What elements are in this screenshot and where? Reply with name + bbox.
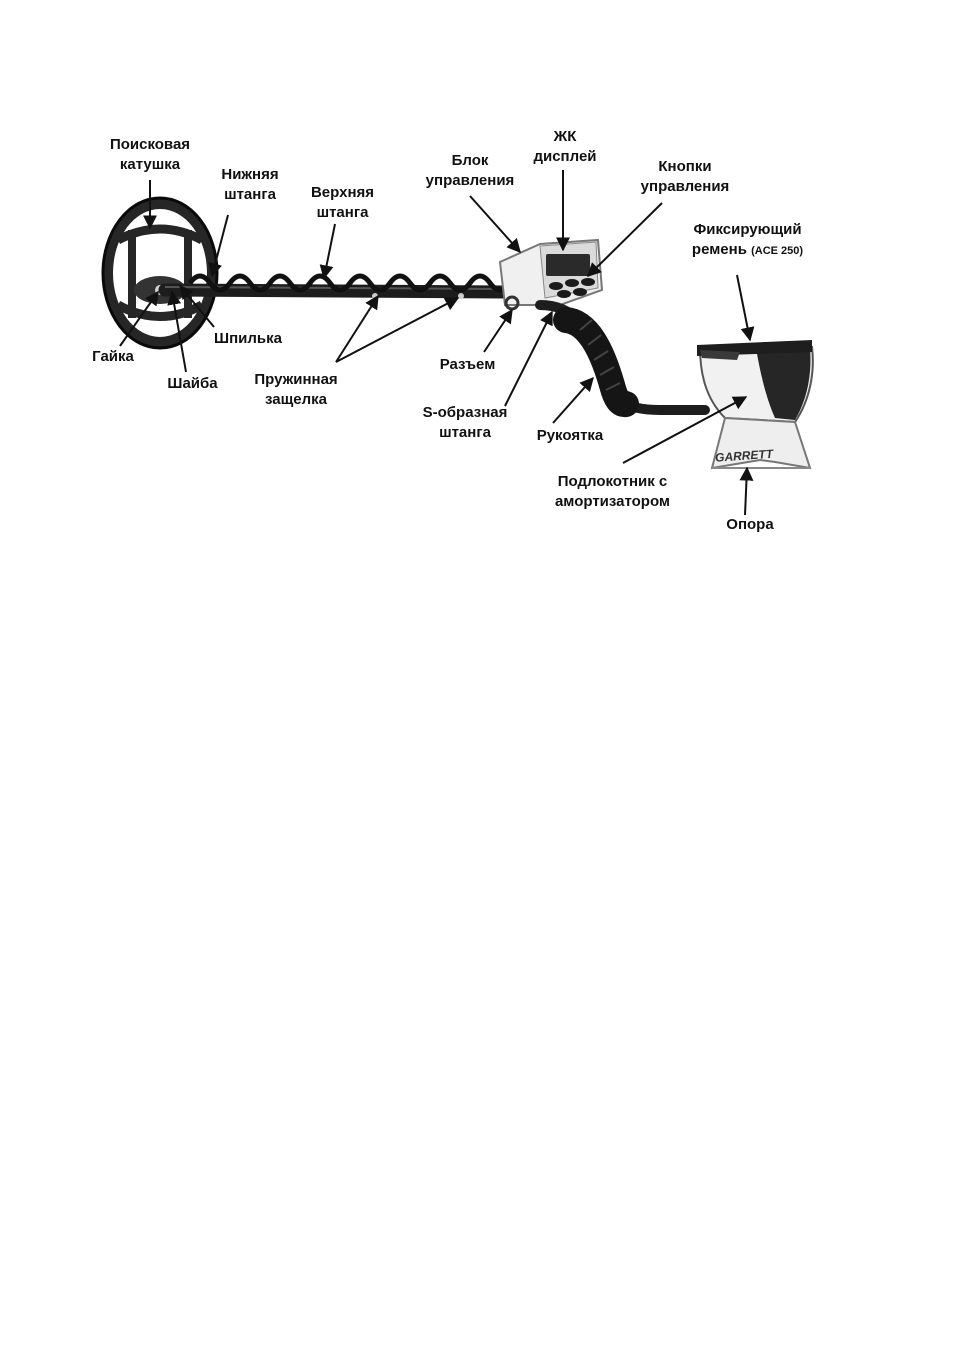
label-handle: Рукоятка [520,426,620,446]
label-stand: Опора [705,515,795,535]
control-box [500,240,602,309]
search-coil [103,198,217,348]
lcd-screen [546,254,590,276]
label-bolt: Шпилька [198,329,298,349]
label-strap: Фиксирующий ремень (ACE 250) [670,220,825,261]
label-nut: Гайка [78,347,148,367]
brand-logo: GARRETT [715,447,775,465]
label-washer: Шайба [155,374,230,394]
label-connector: Разъем [420,355,515,375]
label-strap-note: (ACE 250) [751,245,803,257]
handle-grip [566,320,626,404]
